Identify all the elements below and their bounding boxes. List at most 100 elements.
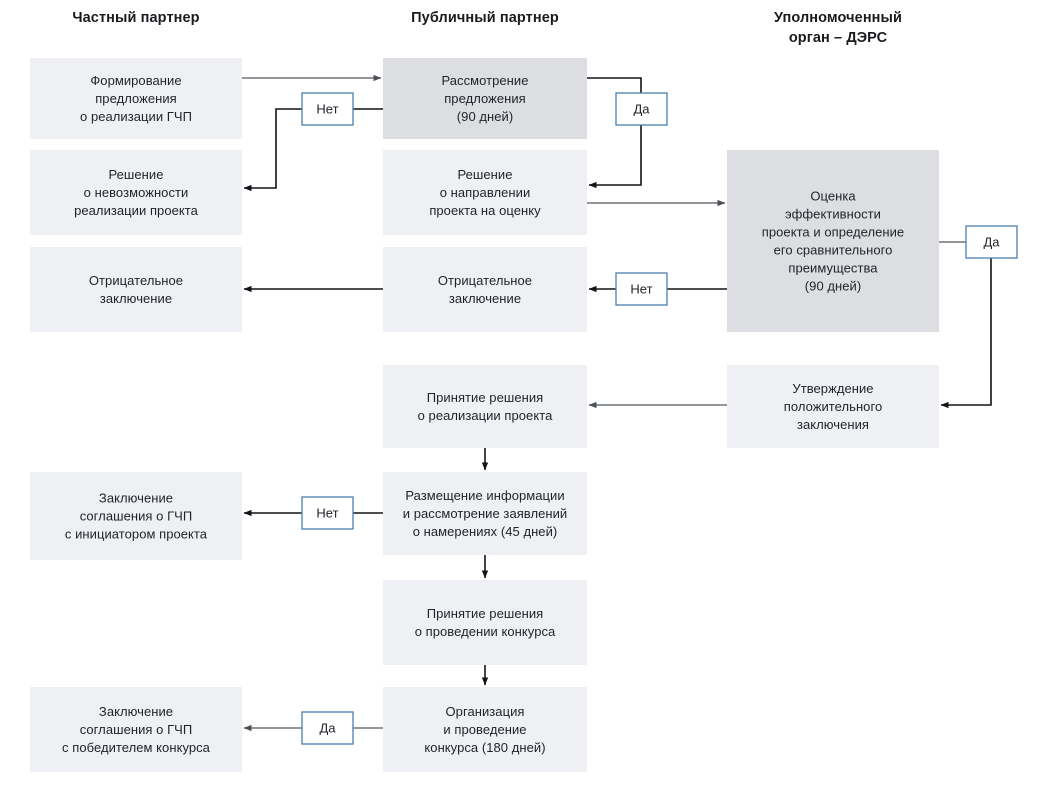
connector-e4-rassmotrenie-to-da <box>587 77 642 93</box>
node-text-line: соглашения о ГЧП <box>80 722 193 737</box>
node-text-line: реализации проекта <box>74 203 199 218</box>
column-header-line: орган – ДЭРС <box>789 30 888 46</box>
node-text-line: предложения <box>95 91 177 106</box>
decision-label-text: Да <box>319 721 336 736</box>
node-background <box>727 365 939 448</box>
node-background <box>30 687 242 772</box>
node-text-line: Заключение <box>99 704 173 719</box>
connector-e11-da-to-utverzhdenie <box>940 258 992 409</box>
decision-label-text: Нет <box>630 282 652 297</box>
node-background <box>383 247 587 332</box>
node-text-line: и рассмотрение заявлений <box>403 506 567 521</box>
node-background <box>383 58 587 139</box>
column-header-public: Публичный партнер <box>411 10 559 26</box>
node-text-line: Утверждение <box>792 381 873 396</box>
node-text-line: проекта и определение <box>762 225 904 240</box>
node-text-line: преимущества <box>788 261 878 276</box>
decision-label-d5-net-razmeshenie[interactable]: Нет <box>301 496 354 530</box>
node-text-line: о реализации ГЧП <box>80 109 192 124</box>
node-text-line: Принятие решения <box>427 606 544 621</box>
node-background <box>30 150 242 235</box>
node-text-line: Оценка <box>810 189 856 204</box>
node-text-line: о направлении <box>440 185 531 200</box>
decision-label-text: Нет <box>316 506 338 521</box>
process-node-n5-zakluchenie-pobeditel[interactable]: Заключение соглашения о ГЧП с победителем … <box>30 687 242 772</box>
node-text-line: о проведении конкурса <box>415 624 556 639</box>
decision-label-text: Нет <box>316 102 338 117</box>
node-text-line: Принятие решения <box>427 390 544 405</box>
node-background <box>383 472 587 555</box>
decision-label-box <box>301 711 354 745</box>
process-node-r1-ocenka[interactable]: Оценка эффективности проекта и определение… <box>727 150 939 332</box>
node-text-line: Отрицательное <box>438 273 532 288</box>
connector-layer <box>242 74 992 732</box>
node-text-line: положительного <box>784 399 883 414</box>
decision-label-d4-da-ocenka[interactable]: Да <box>965 225 1018 259</box>
column-header-authority: Уполномоченный орган – ДЭРС <box>774 10 902 46</box>
node-text-line: Организация <box>446 704 525 719</box>
decision-label-box <box>615 92 668 126</box>
decision-label-box <box>965 225 1018 259</box>
node-text-line: Размещение информации <box>405 488 564 503</box>
node-text-line: с инициатором проекта <box>65 527 208 542</box>
node-text-line: конкурса (180 дней) <box>424 740 545 755</box>
node-text-line: с победителем конкурса <box>62 740 211 755</box>
decision-label-d3-net-ocenka[interactable]: Нет <box>615 272 668 306</box>
connector-e5-da-to-reshenie <box>588 125 642 189</box>
node-text-line: предложения <box>444 91 526 106</box>
node-text-line: его сравнительного <box>774 243 893 258</box>
node-background <box>383 150 587 235</box>
node-text-line: заключение <box>449 291 521 306</box>
node-background <box>727 150 939 332</box>
column-headers: Частный партнер Публичный партнер Уполномо… <box>72 10 902 46</box>
process-node-m7-organizaciya-konkursa[interactable]: Организация и проведение конкурса (180 дне… <box>383 687 587 772</box>
decision-label-box <box>615 272 668 306</box>
process-node-r2-utverzhdenie[interactable]: Утверждение положительного заключения <box>727 365 939 448</box>
node-text-line: о невозможности <box>84 185 189 200</box>
process-node-m3-otricatelnoe-zakluchenie[interactable]: Отрицательное заключение <box>383 247 587 332</box>
decision-label-d1-net-rassmotrenie[interactable]: Нет <box>301 92 354 126</box>
node-text-line: эффективности <box>785 207 881 222</box>
node-text-line: о реализации проекта <box>418 408 553 423</box>
process-node-n3-otricatelnoe-zakluchenie-private[interactable]: Отрицательное заключение <box>30 247 242 332</box>
decision-label-d2-da-rassmotrenie[interactable]: Да <box>615 92 668 126</box>
column-header-private: Частный партнер <box>72 10 199 26</box>
decision-label-box <box>301 496 354 530</box>
node-text-line: Отрицательное <box>89 273 183 288</box>
process-node-m6-prinyatie-konkurs[interactable]: Принятие решения о проведении конкурса <box>383 580 587 665</box>
decision-label-d6-da-konkurs[interactable]: Да <box>301 711 354 745</box>
node-text-line: и проведение <box>443 722 526 737</box>
node-background <box>30 58 242 139</box>
node-text-line: заключение <box>100 291 172 306</box>
node-background <box>383 365 587 448</box>
decision-label-text: Да <box>633 102 650 117</box>
process-node-m4-prinyatie-realizacii[interactable]: Принятие решения о реализации проекта <box>383 365 587 448</box>
process-node-n2-reshenie-nevozmozhnosti[interactable]: Решение о невозможности реализации проекта <box>30 150 242 235</box>
node-background <box>30 247 242 332</box>
node-background <box>30 472 242 560</box>
node-text-line: о намерениях (45 дней) <box>413 524 558 539</box>
decision-label-box <box>301 92 354 126</box>
process-node-n1-formirovanie[interactable]: Формирование предложения о реализации ГЧП <box>30 58 242 139</box>
node-text-line: Решение <box>108 167 163 182</box>
connector-e3-net-to-nevozmozhnost <box>243 108 302 192</box>
node-text-line: соглашения о ГЧП <box>80 509 193 524</box>
process-node-n4-zakluchenie-iniciator[interactable]: Заключение соглашения о ГЧП с инициатором … <box>30 472 242 560</box>
column-header-line: Уполномоченный <box>774 10 902 26</box>
node-text-line: Решение <box>457 167 512 182</box>
node-text-line: Формирование <box>90 73 181 88</box>
decision-label-text: Да <box>983 235 1000 250</box>
node-background <box>383 580 587 665</box>
node-text-line: (90 дней) <box>805 279 861 294</box>
node-text-line: заключения <box>797 417 869 432</box>
column-header-line: Публичный партнер <box>411 10 559 26</box>
node-text-line: Заключение <box>99 491 173 506</box>
node-text-line: (90 дней) <box>457 109 513 124</box>
node-background <box>383 687 587 772</box>
process-node-m5-razmeshenie[interactable]: Размещение информации и рассмотрение заяв… <box>383 472 587 555</box>
